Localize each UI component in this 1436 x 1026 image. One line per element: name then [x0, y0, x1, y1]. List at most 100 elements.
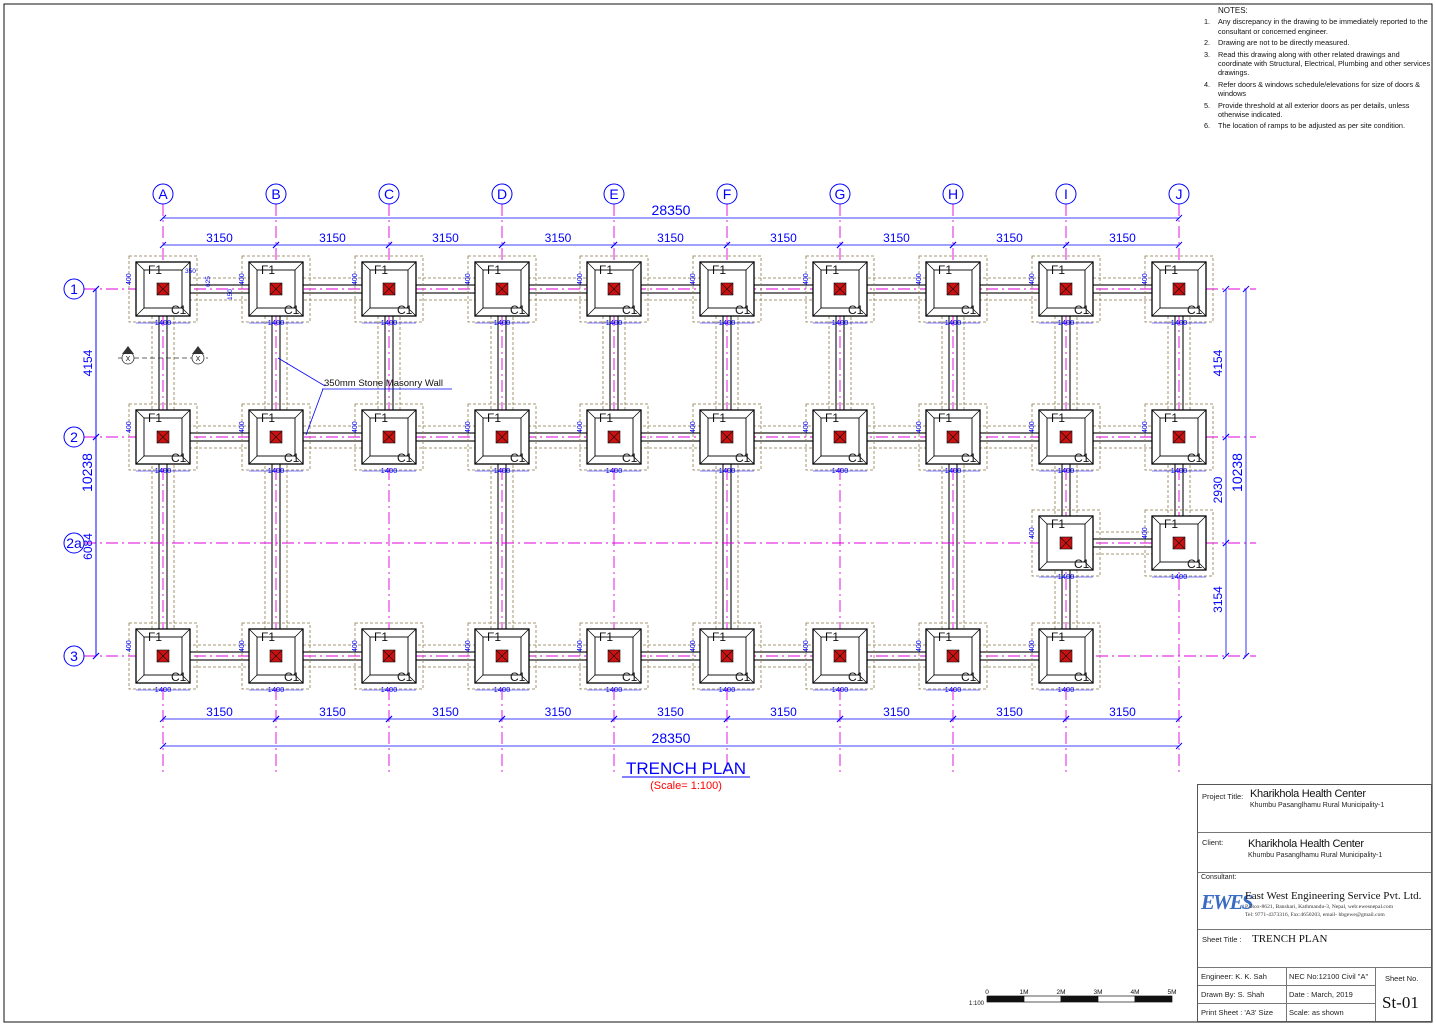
offset-dim: 400 [577, 640, 584, 652]
footing-label: F1 [825, 411, 839, 425]
footing-slope [407, 455, 417, 465]
footing-slope [1038, 261, 1048, 271]
column-cross [946, 430, 960, 444]
footing-step [143, 417, 183, 457]
offset-dim: 400 [126, 421, 133, 433]
footing-label: F1 [712, 263, 726, 277]
bay-dim-bottom: 3150 [770, 705, 797, 719]
footing-slope [135, 674, 145, 684]
footing-step [369, 269, 409, 309]
footing-width-dim: 1400 [606, 318, 623, 327]
footing-slope [1038, 561, 1048, 571]
footing-step [1159, 523, 1199, 563]
footing-trench [1031, 255, 1101, 323]
footing-width-dim: 1400 [155, 685, 172, 694]
footing-label: F1 [1051, 263, 1065, 277]
footing-step [594, 417, 634, 457]
footing-slope [135, 628, 145, 638]
footing-slope [1151, 307, 1161, 317]
column-label: C1 [284, 670, 300, 684]
footing-slope [407, 307, 417, 317]
offset-dim: 400 [916, 273, 923, 285]
column-cross [720, 430, 734, 444]
dim-tick [949, 715, 957, 723]
footing-slope [1084, 455, 1094, 465]
footing-slope [474, 674, 484, 684]
footing-trench [805, 622, 875, 690]
footing-trench [241, 255, 311, 323]
footing-label: F1 [599, 263, 613, 277]
footing-width-dim: 1400 [719, 318, 736, 327]
notes-panel: NOTES: 1.Any discrepancy in the drawing … [1204, 6, 1434, 131]
footing-label: F1 [938, 263, 952, 277]
drawn-by: Drawn By: S. Shah [1201, 990, 1265, 999]
column-label: C1 [735, 303, 751, 317]
column-cross [269, 282, 283, 296]
left-lower-dim: 6084 [81, 533, 95, 560]
scale-bar-segment [986, 995, 1025, 1003]
column-label: C1 [735, 451, 751, 465]
footing-slope [699, 674, 709, 684]
consultant-address: P. Box-8621, Banshari, Kathmandu-3, Nepa… [1245, 904, 1394, 910]
footing-step [369, 636, 409, 676]
footing-step [256, 269, 296, 309]
footing-slope [586, 261, 596, 271]
footing-slope [520, 455, 530, 465]
section-marker-x: X X [118, 346, 208, 365]
column-cross [946, 649, 960, 663]
footing-width-dim: 1400 [719, 466, 736, 475]
footing-step [594, 636, 634, 676]
grid-bubble [491, 183, 513, 205]
note-item: 5.Provide threshold at all exterior door… [1204, 101, 1434, 120]
footing-slope [699, 628, 709, 638]
grid-label: B [271, 186, 280, 202]
footing-slope [181, 455, 191, 465]
footing-slope [294, 455, 304, 465]
footing-slope [971, 628, 981, 638]
footing-slope [1151, 515, 1161, 525]
footing-slope [812, 674, 822, 684]
footing-slope [632, 455, 642, 465]
dim-tick [159, 214, 167, 222]
footing-trench [1031, 403, 1101, 471]
bay-dim-bottom: 3150 [1109, 705, 1136, 719]
footing-width-dim: 1400 [155, 466, 172, 475]
scale-ratio: 1:100 [969, 1001, 985, 1007]
overall-length-top: 28350 [652, 202, 691, 218]
nec-number: NEC No:12100 Civil "A" [1289, 972, 1369, 981]
footing-slope [474, 261, 484, 271]
grid-label: D [497, 186, 507, 202]
dim-tick [1175, 241, 1183, 249]
footing-slope [812, 409, 822, 419]
column-label: C1 [510, 451, 526, 465]
footing-step [1046, 523, 1086, 563]
footing-trench [579, 622, 649, 690]
grid-label: 3 [70, 648, 78, 664]
footing-slope [1038, 515, 1048, 525]
column-cross [495, 649, 509, 663]
footing-step [707, 636, 747, 676]
offset-dim: 400 [577, 273, 584, 285]
left-total-dim: 10238 [79, 453, 95, 492]
column-label: C1 [397, 670, 413, 684]
offset-dim: 400 [690, 273, 697, 285]
note-item: 4.Refer doors & windows schedule/elevati… [1204, 80, 1434, 99]
consultant-label: Consultant: [1201, 874, 1237, 881]
footing-slope [181, 409, 191, 419]
footing-width-dim: 1400 [381, 466, 398, 475]
column-label: C1 [1074, 303, 1090, 317]
title-block: Project Title: Kharikhola Health Center … [1197, 784, 1432, 1022]
scale-bar-segment [1134, 995, 1173, 1003]
column-cross [156, 282, 170, 296]
column-label: C1 [284, 303, 300, 317]
